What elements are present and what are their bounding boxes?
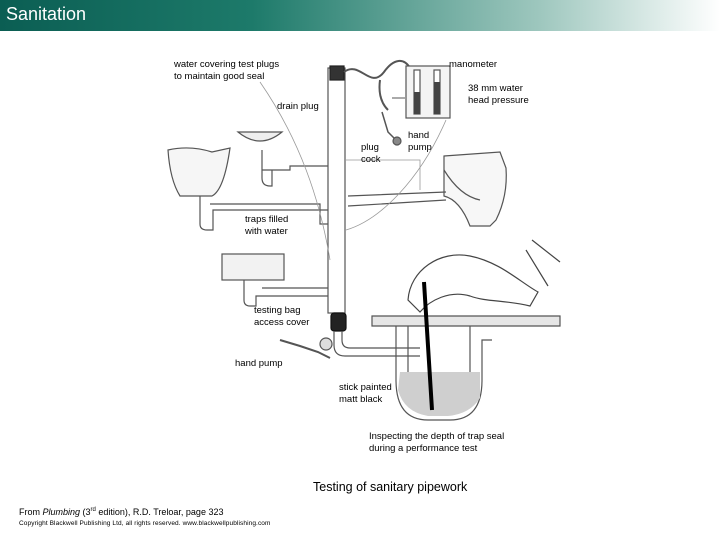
label-stick: stick painted matt black [339,382,392,405]
book-title: Plumbing [42,507,81,517]
label-hand-pump-bottom: hand pump [235,358,283,369]
page-title: Sanitation [6,4,87,24]
hand-pump-bottom [279,339,331,359]
hand [407,254,539,313]
label-traps-filled: traps filled with water [245,214,289,237]
wc-pan [443,151,507,227]
label-manometer: manometer [449,59,498,70]
counter-top [371,315,561,327]
hose [343,60,411,79]
header-bar: Sanitation [0,0,720,31]
stack-bend [333,331,420,357]
black-stick [422,281,434,411]
label-water-covering: water covering test plugs to maintain go… [174,59,280,82]
label-testing-bag: testing bag access cover [254,305,310,328]
wash-basin [236,131,284,142]
drain-plug [329,65,345,81]
label-drain-plug: drain plug [277,101,319,112]
testing-bag [330,312,347,332]
trap [395,326,492,421]
bath [167,147,231,197]
copyright-notice: Copyright Blackwell Publishing Ltd, all … [19,520,271,527]
vertical-stack [327,67,346,314]
label-head-pressure: 38 mm water head pressure [468,83,529,106]
plug-cock [381,111,397,141]
figure-caption: Testing of sanitary pipework [313,480,468,494]
sink [221,253,285,281]
source-citation: From Plumbing (3rd edition), R.D. Treloa… [19,507,224,517]
label-hand-pump-top: hand pump [408,130,432,153]
manometer [405,65,451,119]
label-plug-cock: plug cock [361,142,381,165]
label-inspecting: Inspecting the depth of trap seal during… [369,431,505,454]
